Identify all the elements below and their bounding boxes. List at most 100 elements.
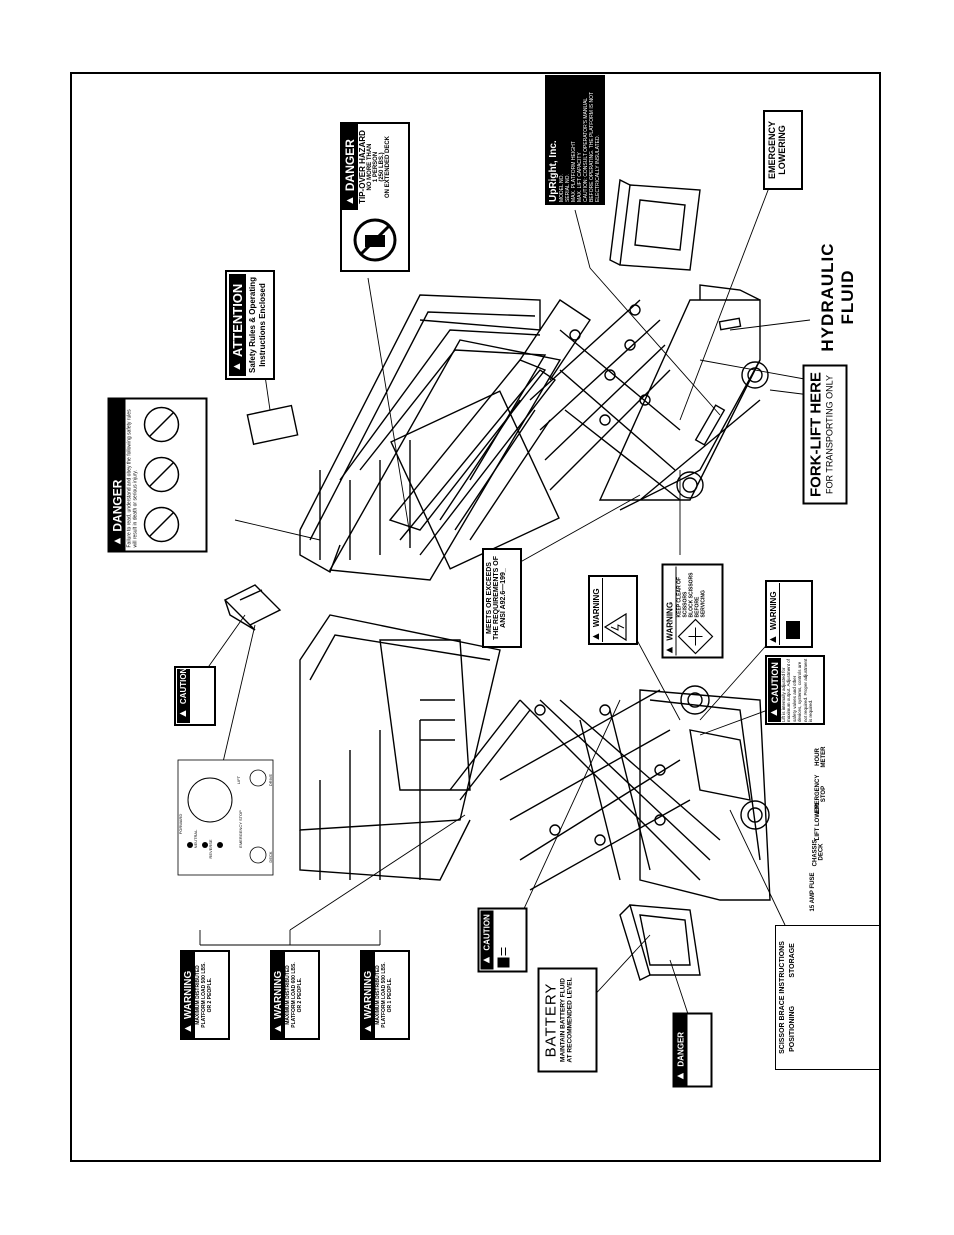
caution-control-header: CAUTION [179, 667, 188, 705]
chassis-label: HOUR METER [815, 737, 829, 777]
explosion-icon [786, 621, 800, 639]
fork-lift-title: FORK-LIFT HERE [807, 372, 825, 497]
control-panel-label: DRIVE [268, 770, 276, 790]
control-panel-label: DECK [268, 847, 276, 867]
battery-sub-line: MAINTAIN BATTERY FLUID [559, 978, 567, 1062]
brace-left: POSITIONING [789, 1005, 796, 1052]
warning-load-line: OR 2 PEOPLE. [207, 977, 213, 1013]
chassis-label-text: 15 AMP FUSE [810, 872, 816, 912]
battery-decal: BATTERY MAINTAIN BATTERY FLUID AT RECOMM… [537, 967, 598, 1073]
emergency-lowering-line: EMERGENCY [767, 121, 777, 180]
warning-triangle-icon: ▲ [111, 535, 123, 547]
brace-title: SCISSOR BRACE INSTRUCTIONS [779, 941, 786, 1054]
battery-sub-line: AT RECOMMENDED LEVEL [566, 977, 574, 1063]
emergency-lowering-decal: EMERGENCY LOWERING [763, 110, 803, 190]
caution-control-decal: ▲ CAUTION [174, 666, 216, 726]
control-panel-label: LIFT [236, 770, 244, 790]
control-panel-label-text: DRIVE [268, 773, 273, 787]
danger-tipover-header: DANGER [343, 139, 357, 192]
warning-triangle-icon: ▲ [663, 644, 676, 656]
warning-scissors-decal: ▲WARNING KEEP CLEAR OF SCISSORS BLOCK SC… [661, 563, 724, 659]
ansi-line: MEETS OR EXCEEDS [486, 562, 493, 634]
danger-tipover-line: ON EXTENDED DECK [385, 136, 391, 199]
battery-upper [609, 178, 701, 271]
warning-load-decal: ▲WARNING MAXIMUM DISTRIBUTED PLATFORM LO… [270, 950, 320, 1040]
caution-adjust-body: Lift is internally adjusted for maximum … [781, 658, 813, 722]
warning-scissors-header: WARNING [665, 601, 675, 641]
hydraulic-fluid-decal: HYDRAULIC FLUID [818, 232, 857, 362]
control-panel-label: FORWARD [178, 804, 186, 844]
emergency-lowering-line: LOWERING [777, 125, 787, 175]
warning-electrocution-header: WARNING [592, 588, 601, 628]
warning-load-header: WARNING [363, 970, 374, 1020]
danger-battery-header: DANGER [676, 1031, 686, 1067]
caution-adjust-decal: ▲ CAUTION Lift is internally adjusted for… [765, 655, 825, 725]
caution-adjust-header: CAUTION [769, 662, 780, 704]
warning-load-header: WARNING [183, 970, 194, 1020]
chassis-label-text: HOUR METER [815, 746, 827, 768]
warning-triangle-icon: ▲ [590, 631, 602, 642]
warning-triangle-icon: ▲ [480, 954, 493, 966]
tip-over-icon [353, 218, 397, 262]
ansi-line: THE REQUIREMENTS OF [493, 556, 500, 641]
lower-machine-scissors [499, 689, 721, 891]
danger-fall-subtitle: Failure to read, understand and obey the… [126, 409, 139, 548]
brace-right: STORAGE [789, 943, 796, 978]
manual-card [246, 404, 299, 446]
fork-lift-decal: FORK-LIFT HERE FOR TRANSPORTING ONLY [802, 364, 848, 505]
warning-load-line: OR 1 PEOPLE. [387, 977, 393, 1013]
warning-triangle-icon: ▲ [182, 1023, 194, 1034]
control-panel-label-text: REVERSE [208, 839, 213, 859]
serial-plate: UpRight, Inc. MODEL NO. SERIAL NO. MAX. … [545, 75, 605, 205]
caution-pinch-header: CAUTION [482, 914, 492, 951]
control-box [223, 584, 282, 631]
ansi-decal: MEETS OR EXCEEDS THE REQUIREMENTS OF ANS… [482, 548, 522, 648]
battery-lower [619, 904, 701, 981]
warning-triangle-icon: ▲ [768, 707, 780, 718]
warning-load-decal: ▲WARNING MAXIMUM DISTRIBUTED PLATFORM LO… [360, 950, 410, 1040]
chassis-label: 15 AMP FUSE [810, 872, 824, 912]
crush-hazard-icon [677, 618, 714, 655]
no-climb-icons [143, 407, 180, 543]
ansi-line: ANSI A92.6—199_ [500, 568, 507, 628]
upper-machine-chassis [598, 284, 769, 511]
warning-electrocution-decal: ▲ WARNING [588, 575, 638, 645]
warning-triangle-icon: ▲ [343, 195, 356, 206]
control-panel-label-text: DECK [268, 851, 273, 863]
warning-load-header: WARNING [273, 970, 284, 1020]
warning-triangle-icon: ▲ [767, 634, 779, 645]
danger-battery-decal: ▲ DANGER [672, 1012, 713, 1088]
scissor-brace-decal: SCISSOR BRACE INSTRUCTIONS POSITIONING S… [775, 925, 880, 1070]
serial-footer: CAUTION: CONSULT OPERATOR'S MANUAL BEFOR… [583, 92, 601, 202]
warning-battery-header: WARNING [769, 591, 778, 631]
serial-brand: UpRight, Inc. [548, 140, 559, 202]
battery-title: BATTERY [542, 982, 560, 1058]
warning-triangle-icon: ▲ [674, 1070, 687, 1082]
fork-lift-sub: FOR TRANSPORTING ONLY [824, 374, 835, 495]
electrocution-icon [603, 612, 627, 642]
danger-fall-header: DANGER [110, 479, 125, 532]
warning-load-line: OR 2 PEOPLE. [297, 977, 303, 1013]
control-panel-label: EMERGENCY STOP [238, 809, 246, 849]
warning-triangle-icon: ▲ [272, 1023, 284, 1034]
pinch-hazard-icon [497, 947, 510, 968]
warning-scissors-line: SERVICING [700, 590, 707, 618]
warning-triangle-icon: ▲ [362, 1023, 374, 1034]
page-frame [70, 72, 881, 1162]
attention-body: Safety Rules & Operating Instructions En… [248, 276, 267, 374]
warning-triangle-icon: ▲ [177, 708, 189, 719]
control-panel-label-text: NEUTRAL [193, 829, 198, 849]
control-panel-label-text: EMERGENCY STOP [238, 810, 243, 848]
upper-machine-scissors [519, 299, 681, 501]
danger-tipover-decal: ▲DANGER TIP-OVER HAZARD NO MORE THAN 1 P… [340, 122, 410, 272]
warning-load-decal: ▲WARNING MAXIMUM DISTRIBUTED PLATFORM LO… [180, 950, 230, 1040]
lower-machine-platform [299, 614, 531, 881]
upper-machine-platform [299, 294, 562, 581]
control-panel-plate [177, 759, 274, 876]
attention-decal: ▲ATTENTION Safety Rules & Operating Inst… [225, 270, 275, 380]
control-panel-label-text: FORWARD [178, 813, 183, 835]
control-panel-label-text: LIFT [236, 775, 241, 785]
control-panel-label: NEUTRAL [193, 819, 201, 859]
